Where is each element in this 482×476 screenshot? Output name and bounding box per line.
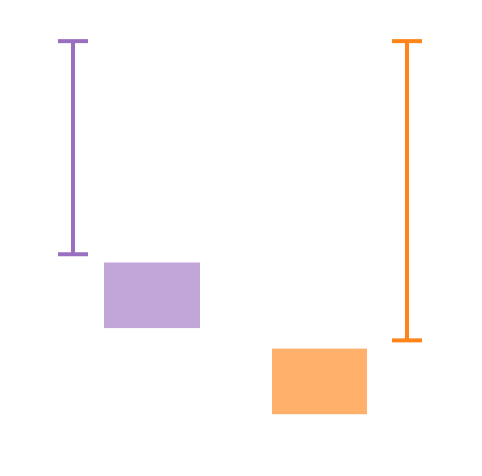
chart-marks (58, 39, 422, 415)
series-1-box (104, 262, 200, 329)
series-2-box (272, 348, 367, 415)
